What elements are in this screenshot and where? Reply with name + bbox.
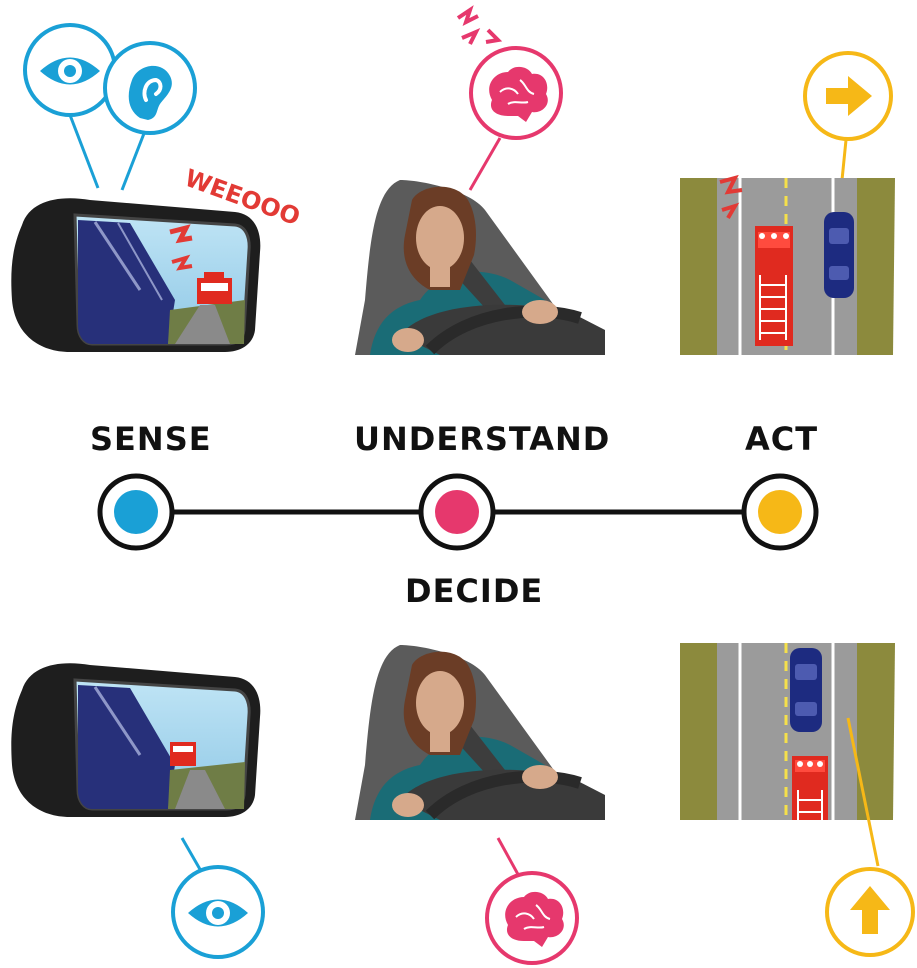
ear-icon xyxy=(105,43,195,133)
bottom-understand-callout xyxy=(487,838,577,963)
top-side-mirror: WEEOOO xyxy=(11,164,304,352)
top-act-callout xyxy=(805,53,891,200)
eye-icon xyxy=(25,25,115,115)
act-node xyxy=(744,476,816,548)
top-fire-truck xyxy=(755,226,793,346)
understand-node xyxy=(421,476,493,548)
bottom-car xyxy=(790,648,822,732)
decide-label: DECIDE xyxy=(405,572,543,610)
sense-label: SENSE xyxy=(90,420,212,458)
timeline xyxy=(100,476,816,548)
top-sense-callout xyxy=(25,25,195,190)
bottom-fire-truck xyxy=(792,756,828,820)
bottom-mirror-fire-truck xyxy=(170,742,196,766)
top-driver xyxy=(355,180,605,355)
bottom-driver xyxy=(355,645,605,820)
eye-icon xyxy=(173,867,263,957)
understand-label: UNDERSTAND xyxy=(354,420,610,458)
top-road-scene xyxy=(680,178,895,355)
act-label: ACT xyxy=(745,420,818,458)
top-understand-callout xyxy=(458,10,561,190)
bottom-side-mirror xyxy=(11,663,260,817)
top-car xyxy=(824,212,854,298)
alert-icon xyxy=(458,10,498,44)
sense-node xyxy=(100,476,172,548)
bottom-sense-callout xyxy=(173,838,263,957)
